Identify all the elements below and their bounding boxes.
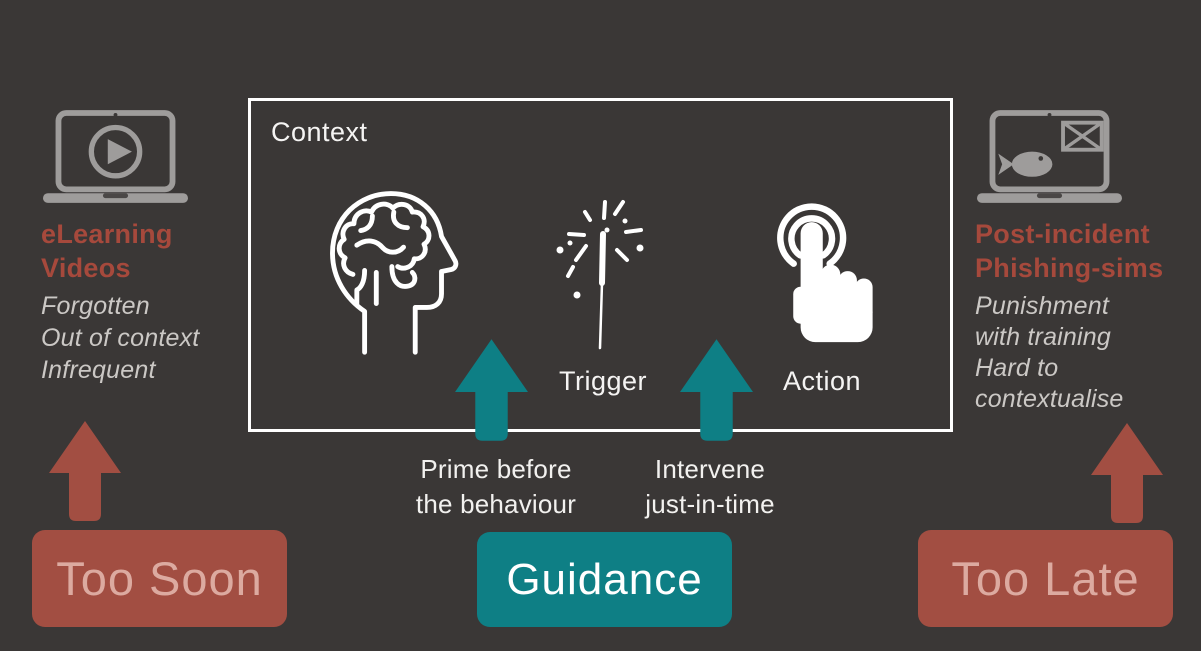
trigger-label: Trigger — [558, 366, 648, 396]
note-line: Forgotten — [41, 292, 150, 320]
callout-line: Intervene — [654, 454, 766, 484]
laptop-video-icon — [43, 110, 188, 203]
callout-line: the behaviour — [415, 489, 577, 519]
tap-icon — [760, 196, 880, 348]
too-late-label: Too Late — [951, 552, 1140, 605]
fish-glyph — [998, 151, 1053, 177]
sparkler-icon — [540, 188, 670, 356]
callout-line: just-in-time — [645, 489, 775, 519]
too-soon-label: Too Soon — [56, 552, 263, 605]
envelope-glyph — [1061, 120, 1104, 152]
intervene-callout: Intervene just-in-time — [600, 452, 820, 522]
too-late-box: Too Late — [918, 530, 1173, 627]
right-notes: Punishment with training Hard to context… — [975, 291, 1124, 415]
note-line: Hard to — [975, 354, 1059, 382]
note-line: Infrequent — [41, 356, 156, 384]
action-label: Action — [782, 366, 862, 396]
context-frame-label: Context — [271, 117, 368, 147]
too-soon-box: Too Soon — [32, 530, 287, 627]
context-frame — [248, 98, 953, 432]
left-title-line: Videos — [41, 253, 131, 283]
callout-line: Prime before — [420, 454, 572, 484]
right-title-line: Post-incident — [975, 219, 1150, 249]
up-arrow-left-red — [49, 421, 121, 521]
up-arrow-right-red — [1091, 423, 1163, 523]
guidance-label: Guidance — [506, 554, 703, 604]
right-title-line: Phishing-sims — [975, 253, 1164, 283]
left-notes: Forgotten Out of context Infrequent — [41, 290, 199, 386]
up-arrow-prime-teal — [455, 337, 528, 443]
note-line: Out of context — [41, 324, 200, 352]
guidance-box: Guidance — [477, 532, 732, 627]
laptop-phishing-icon — [977, 110, 1122, 203]
prime-callout: Prime before the behaviour — [386, 452, 606, 522]
right-title: Post-incident Phishing-sims — [975, 217, 1163, 285]
left-title-line: eLearning — [41, 219, 173, 249]
up-arrow-intervene-teal — [680, 337, 753, 443]
note-line: contextualise — [975, 385, 1124, 413]
left-title: eLearning Videos — [41, 217, 173, 285]
brain-icon — [314, 184, 460, 356]
note-line: with training — [975, 323, 1111, 351]
note-line: Punishment — [975, 292, 1110, 320]
